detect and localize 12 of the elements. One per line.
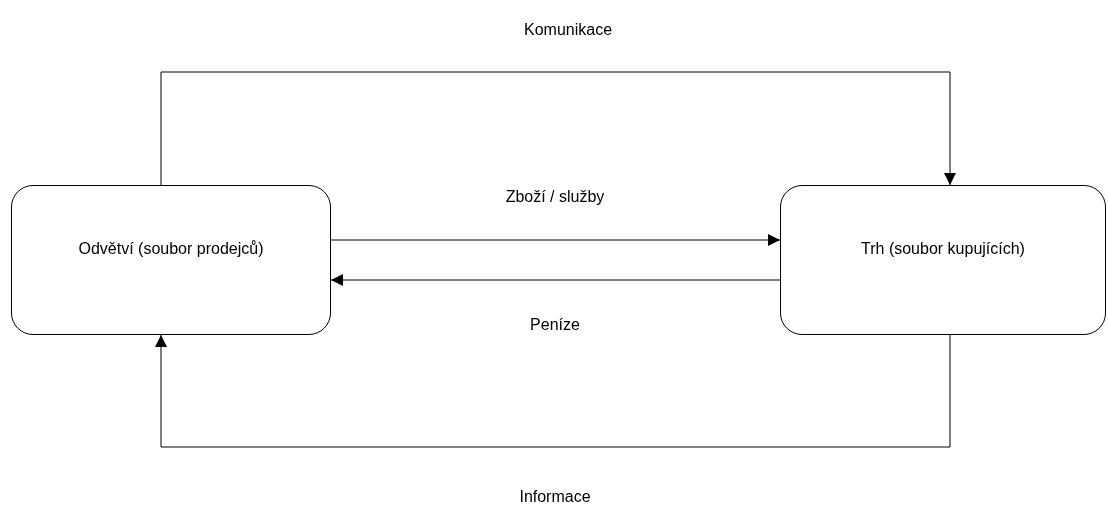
edge-label: Komunikace bbox=[524, 21, 612, 39]
edge-label: Peníze bbox=[530, 316, 580, 334]
arrow bbox=[330, 234, 781, 246]
arrow bbox=[160, 71, 956, 186]
rounded-box bbox=[11, 185, 331, 335]
node-label: Trh (soubor kupujících) bbox=[861, 240, 1025, 258]
arrow bbox=[330, 274, 781, 286]
edge-label: Zboží / služby bbox=[505, 188, 605, 206]
arrow bbox=[155, 334, 951, 448]
node-label: Odvětví (soubor prodejců) bbox=[78, 240, 264, 258]
rounded-box bbox=[780, 185, 1106, 335]
edge-label: Informace bbox=[519, 488, 591, 506]
